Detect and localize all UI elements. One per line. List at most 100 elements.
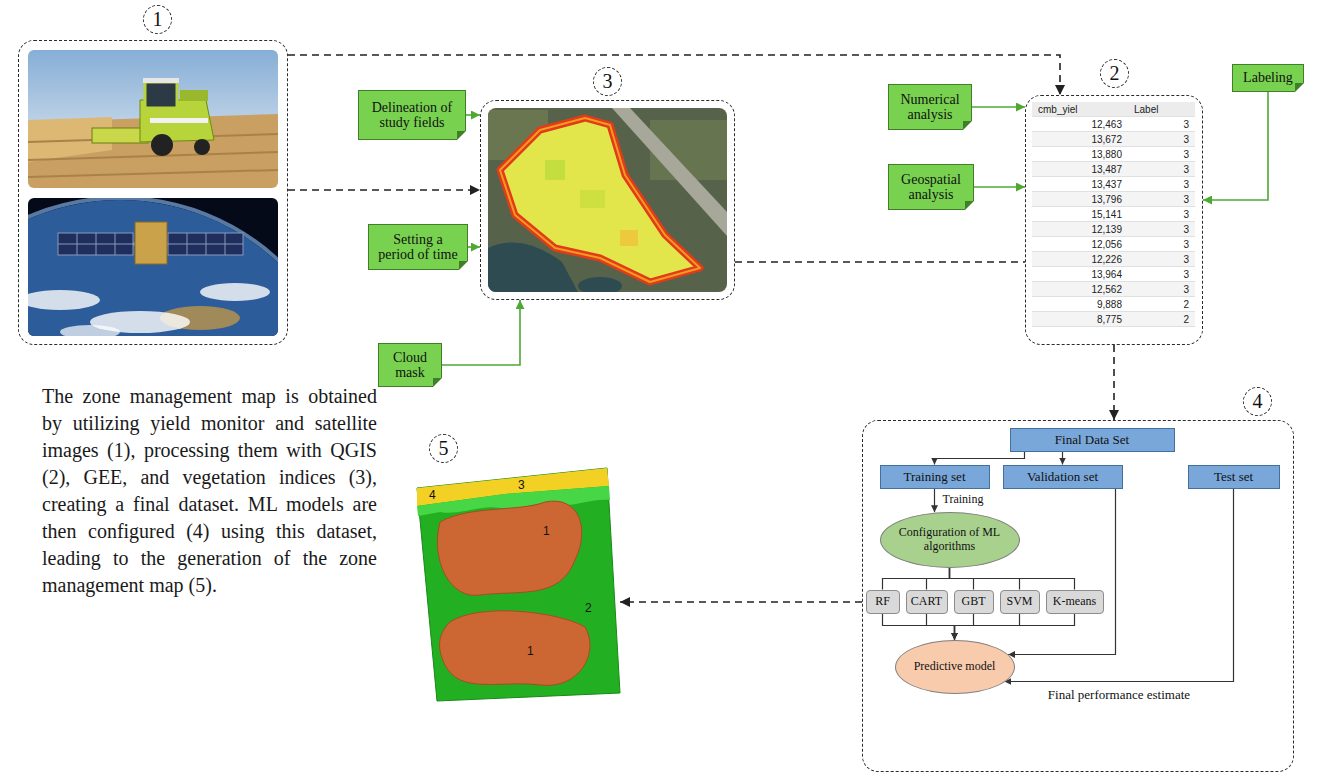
- table-cell: 12,562: [1032, 282, 1128, 297]
- connector: [1203, 92, 1268, 200]
- algorithm-box: K-means: [1046, 590, 1104, 614]
- table-cell: 3: [1128, 252, 1195, 267]
- table-cell: 12,139: [1032, 222, 1128, 237]
- zone-1: [437, 501, 581, 595]
- zone-label-holder: 1: [527, 644, 534, 658]
- node-label: Numerical analysis: [894, 92, 966, 122]
- note-tag: Labeling: [1232, 64, 1304, 92]
- edge-label-holder: Final performance estimate: [1046, 687, 1192, 702]
- table-cell: Label: [1128, 102, 1195, 117]
- data-box: Training set: [880, 465, 990, 489]
- table-cell: cmb_yiel: [1032, 102, 1128, 117]
- index-pixel: [580, 190, 605, 208]
- step-panel: 2cmb_yielLabel12,463313,672313,880313,48…: [1025, 95, 1203, 345]
- field-edge: [500, 118, 700, 282]
- callout-number: 2: [1100, 59, 1129, 88]
- edge-label: Final performance estimate: [1046, 687, 1192, 702]
- map-panel: 543121: [415, 468, 620, 703]
- note-tag: Numerical analysis: [888, 84, 972, 130]
- connector: [955, 614, 1020, 640]
- connector: [1113, 345, 1115, 420]
- connector: [935, 452, 1025, 465]
- callout-holder: 1: [143, 5, 173, 35]
- connector: [1062, 452, 1063, 465]
- zone-label: 1: [543, 524, 550, 538]
- water: [578, 277, 622, 292]
- table-cell: 3: [1128, 192, 1195, 207]
- data-table: cmb_yielLabel12,463313,672313,880313,487…: [1032, 102, 1195, 327]
- combine-cab: [145, 82, 177, 108]
- algorithm-box: CART: [906, 590, 948, 614]
- callout-number: 5: [429, 434, 458, 463]
- wheel: [151, 134, 173, 156]
- harvester-photo: [28, 50, 278, 188]
- table-cell: 13,437: [1032, 177, 1128, 192]
- grain-tank: [180, 90, 208, 101]
- result-ellipse: Predictive model: [895, 640, 1015, 694]
- connector: [883, 614, 955, 640]
- cloud: [28, 290, 100, 310]
- table-cell: 3: [1128, 132, 1195, 147]
- note-fold: [433, 378, 442, 387]
- node-label: Geospatial analysis: [894, 172, 968, 202]
- note-tag: Setting a period of time: [368, 224, 468, 270]
- table-cell: 2: [1128, 312, 1195, 327]
- node-label: SVM: [1006, 594, 1032, 609]
- satellite-photo: [28, 198, 278, 336]
- table-cell: 3: [1128, 147, 1195, 162]
- connector: [1004, 489, 1233, 682]
- callout-number: 4: [1243, 387, 1272, 416]
- callout-holder: 4: [1243, 387, 1273, 417]
- table-cell: 12,056: [1032, 237, 1128, 252]
- table-cell: 13,880: [1032, 147, 1128, 162]
- note-fold: [459, 261, 468, 270]
- callout-holder: 3: [593, 67, 623, 97]
- field-image: [488, 108, 727, 292]
- data-box: Validation set: [1003, 465, 1123, 489]
- node-label: Labeling: [1243, 70, 1293, 85]
- connector: [934, 489, 935, 513]
- sky: [28, 50, 278, 188]
- index-pixel: [620, 230, 638, 246]
- node-label: Setting a period of time: [374, 232, 462, 262]
- node-label: K-means: [1053, 594, 1096, 609]
- field-polygon: [500, 118, 700, 282]
- table-cell: 3: [1128, 162, 1195, 177]
- table-cell: 3: [1128, 267, 1195, 282]
- table-cell: 15,141: [1032, 207, 1128, 222]
- connector: [950, 568, 1075, 590]
- table-cell: 13,672: [1032, 132, 1128, 147]
- table-cell: 8,775: [1032, 312, 1128, 327]
- callout-holder: 2: [1100, 59, 1130, 89]
- note-tag: Cloud mask: [378, 343, 442, 387]
- connector: [883, 568, 950, 590]
- callout-number: 1: [143, 5, 172, 34]
- table-cell: 3: [1128, 237, 1195, 252]
- table-cell: 3: [1128, 282, 1195, 297]
- connector: [442, 300, 520, 365]
- connector: [974, 186, 1025, 188]
- node-label: RF: [875, 594, 890, 609]
- ground: [488, 108, 727, 292]
- note-fold: [965, 201, 974, 210]
- step-panel: 3: [480, 100, 735, 300]
- node-label: Configuration of ML algorithms: [898, 526, 1002, 554]
- field-rows: [28, 134, 278, 177]
- table-cell: 3: [1128, 177, 1195, 192]
- table-cell: 3: [1128, 117, 1195, 132]
- table-cell: 13,487: [1032, 162, 1128, 177]
- caption-holder: The zone management map is obtained by u…: [42, 383, 377, 599]
- table-cell: 12,463: [1032, 117, 1128, 132]
- connector: [927, 614, 955, 640]
- zone-label: 1: [527, 644, 534, 658]
- zone-2: [417, 468, 620, 701]
- zone-label-holder: 4: [429, 488, 436, 502]
- algorithm-box: RF: [866, 590, 900, 614]
- cab-roof: [143, 78, 179, 83]
- connector: [468, 246, 480, 248]
- note-tag: Delineation of study fields: [358, 90, 466, 140]
- step-panel: 1: [18, 40, 288, 345]
- note-fold: [457, 131, 466, 140]
- connector: [620, 601, 862, 603]
- earth: [28, 200, 278, 336]
